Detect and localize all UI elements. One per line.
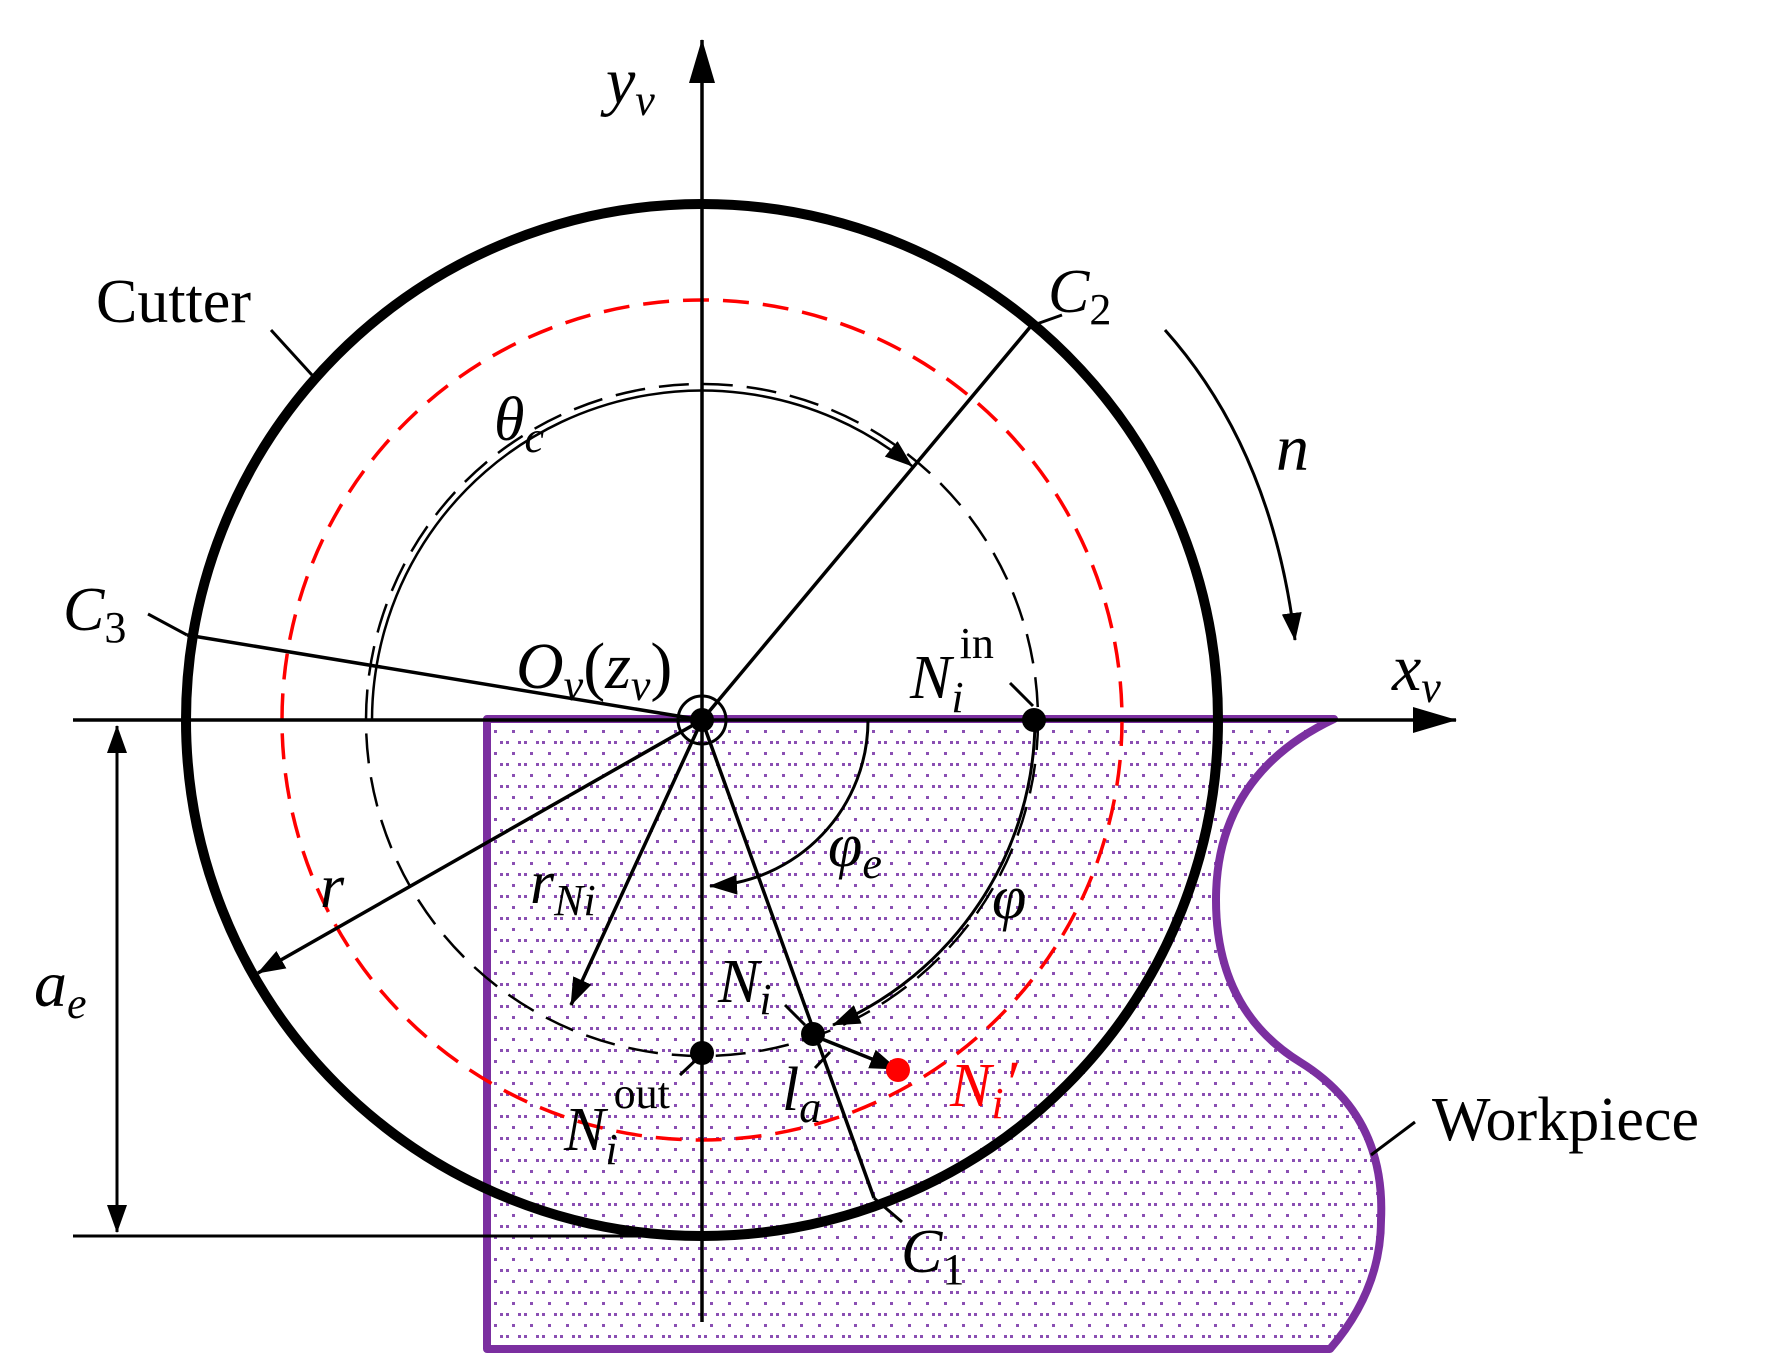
- ni-leader: [783, 1003, 807, 1027]
- label-phi-e: φe: [828, 812, 882, 888]
- point-ni: [801, 1022, 825, 1046]
- c3-line: [186, 633, 703, 722]
- point-nout: [690, 1041, 714, 1065]
- rni-arrow: [569, 719, 704, 1006]
- label-cutter: Cutter: [96, 268, 251, 336]
- rotation-arrow: [1163, 329, 1302, 641]
- label-c2: C2: [1048, 258, 1111, 334]
- c3-leader: [147, 612, 188, 637]
- label-n-i: Ni: [717, 948, 772, 1024]
- la-arrow: [811, 1033, 898, 1071]
- label-xv: xv: [1391, 632, 1441, 712]
- label-n-out: Niout: [563, 1069, 670, 1174]
- label-phi: φ: [992, 864, 1026, 932]
- r-arrow: [257, 718, 703, 975]
- label-n-in: Niin: [909, 619, 994, 722]
- cutter-leader: [269, 328, 314, 377]
- la-leader: [813, 1050, 832, 1070]
- c1-leader: [873, 1196, 903, 1224]
- origin-ring: [676, 694, 728, 746]
- label-l-a: la: [782, 1056, 821, 1132]
- label-n: n: [1276, 412, 1309, 485]
- label-c1: C1: [901, 1218, 964, 1294]
- point-ni-prime: [886, 1058, 910, 1082]
- label-c3: C3: [63, 576, 126, 652]
- theta-c-arc: [370, 389, 913, 721]
- c1-line: [700, 719, 876, 1199]
- label-n-i-prime: Ni′: [949, 1050, 1019, 1128]
- label-yv: yv: [600, 45, 655, 125]
- nin-leader: [1008, 681, 1035, 708]
- phi-e-arc: [709, 719, 870, 895]
- label-workpiece: Workpiece: [1432, 1086, 1699, 1154]
- workpiece-leader: [1370, 1120, 1416, 1157]
- c2-leader: [1030, 313, 1063, 328]
- label-theta-c: θc: [494, 386, 544, 462]
- label-a-e: ae: [34, 948, 87, 1028]
- label-r: r: [320, 853, 345, 921]
- point-nin: [1022, 708, 1046, 732]
- label-r-ni: rNi: [530, 849, 596, 925]
- phi-arc: [832, 719, 1037, 1027]
- label-origin: Ov(zv): [516, 630, 672, 710]
- c2-line: [700, 324, 1033, 722]
- origin-dot: [690, 708, 714, 732]
